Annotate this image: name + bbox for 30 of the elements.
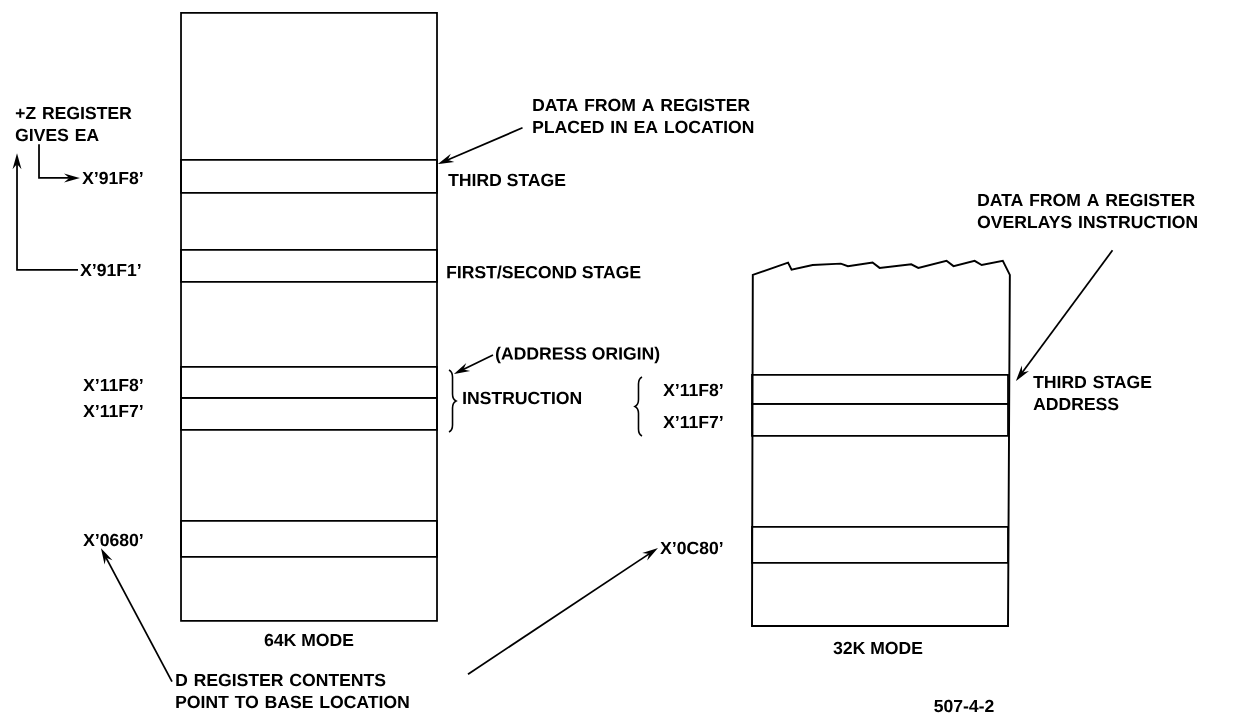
address-text: X’0C80’ [660,541,723,555]
register-note: +Z REGISTER GIVES EA [15,106,132,142]
annotation-text: INSTRUCTION [463,391,581,405]
figure-number: 507-4-2 [934,699,994,713]
address-text: X’11F8’ [83,378,143,392]
memory-slot [751,374,1009,405]
address-text: X’0680’ [83,533,143,547]
annotation-text: FIRST/SECOND STAGE [447,265,641,279]
memory-slot [180,366,438,399]
memory-slot [751,403,1009,437]
callout-text: DATA FROM A REGISTER PLACED IN EA LOCATION [533,98,754,134]
memory-slot [751,526,1009,564]
annotation-text: THIRD STAGE [448,173,566,187]
address-text: X’91F1’ [80,263,141,277]
address-text: X’11F7’ [663,415,723,429]
mode-caption: 32K MODE [833,641,923,655]
memory-slot [180,159,438,194]
memory-column [180,12,438,622]
memory-slot [180,397,438,431]
memory-slot [180,249,438,283]
mode-caption: 64K MODE [264,633,354,647]
memory-column [751,259,1011,627]
address-text: X’11F8’ [663,383,723,397]
callout-text: D REGISTER CONTENTS POINT TO BASE LOCATION [176,673,409,709]
callout-text: DATA FROM A REGISTER OVERLAYS INSTRUCTION [977,193,1197,229]
callout-text: (ADDRESS ORIGIN) [496,346,660,364]
address-text: X’91F8’ [82,171,143,185]
address-text: X’11F7’ [83,404,143,418]
annotation-text: THIRD STAGE ADDRESS [1033,375,1152,411]
memory-slot [180,520,438,558]
